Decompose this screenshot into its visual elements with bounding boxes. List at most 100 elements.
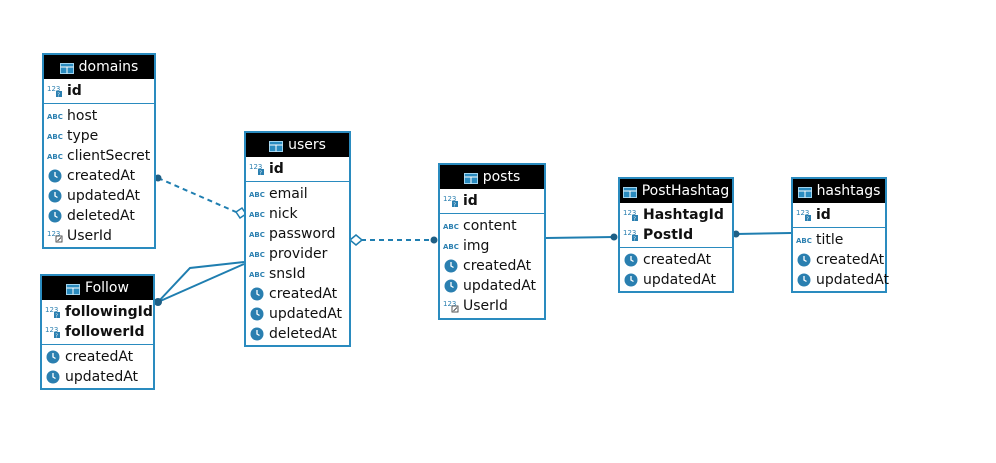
text-icon: ABC [249, 226, 267, 242]
column-row[interactable]: updatedAt [793, 270, 889, 290]
column-name: clientSecret [67, 148, 151, 164]
table-header[interactable]: hashtags [793, 179, 885, 203]
column-row[interactable]: updatedAt [246, 304, 349, 324]
primary-key-section: 123?id [44, 79, 154, 104]
column-row[interactable]: 123?followerId [42, 322, 153, 342]
text-icon: ABC [443, 238, 461, 254]
column-row[interactable]: updatedAt [44, 186, 154, 206]
relation-users-posts[interactable] [348, 234, 438, 246]
column-name: snsId [269, 266, 306, 282]
column-row[interactable]: deletedAt [44, 206, 154, 226]
column-row[interactable]: 123?id [44, 81, 154, 101]
svg-text:ABC: ABC [249, 211, 265, 219]
relation-posthashtag-hashtags[interactable] [732, 230, 792, 238]
column-name: id [816, 207, 831, 223]
clock-icon [47, 168, 65, 184]
column-name: followerId [65, 324, 145, 340]
column-name: title [816, 232, 844, 248]
column-name: PostId [643, 227, 694, 243]
primary-key-section: 123?id [793, 203, 885, 228]
numeric-icon: 123? [45, 324, 63, 340]
clock-icon [45, 369, 63, 385]
column-row[interactable]: 123?id [440, 191, 544, 211]
svg-text:ABC: ABC [249, 231, 265, 239]
svg-text:123: 123 [796, 209, 809, 217]
table-header[interactable]: posts [440, 165, 544, 189]
table-header[interactable]: PostHashtag [620, 179, 732, 203]
column-row[interactable]: createdAt [42, 347, 153, 367]
column-name: UserId [463, 298, 508, 314]
column-name: UserId [67, 228, 112, 244]
svg-text:?: ? [55, 333, 58, 339]
table-header[interactable]: users [246, 133, 349, 157]
primary-key-section: 123?id [440, 189, 544, 214]
table-name: domains [78, 59, 139, 75]
text-icon: ABC [796, 232, 814, 248]
column-row[interactable]: createdAt [620, 250, 732, 270]
clock-icon [443, 258, 461, 274]
relation-posts-posthashtag[interactable] [545, 233, 618, 241]
column-row[interactable]: updatedAt [440, 276, 544, 296]
table-name: users [288, 137, 326, 153]
column-row[interactable]: 123?HashtagId [620, 205, 732, 225]
table-header[interactable]: Follow [42, 276, 153, 300]
numeric-icon: 123? [796, 207, 814, 223]
svg-text:?: ? [633, 236, 636, 242]
column-row[interactable]: 123?id [246, 159, 349, 179]
column-name: updatedAt [643, 272, 717, 288]
column-name: createdAt [816, 252, 885, 268]
column-row[interactable]: createdAt [440, 256, 544, 276]
clock-icon [796, 252, 814, 268]
column-row[interactable]: updatedAt [42, 367, 153, 387]
svg-text:ABC: ABC [47, 113, 63, 121]
text-icon: ABC [249, 246, 267, 262]
column-row[interactable]: deletedAt [246, 324, 349, 344]
column-row[interactable]: 123?id [793, 205, 885, 225]
table-name: posts [482, 169, 521, 185]
column-row[interactable]: createdAt [246, 284, 349, 304]
svg-text:123: 123 [45, 306, 58, 314]
column-name: createdAt [643, 252, 712, 268]
column-name: content [463, 218, 517, 234]
column-name: img [463, 238, 490, 254]
numeric-icon: 123? [249, 161, 267, 177]
numeric-icon: 123? [47, 83, 65, 99]
clock-icon [249, 286, 267, 302]
relation-domains-users[interactable] [154, 174, 248, 220]
column-row[interactable]: 123?PostId [620, 225, 732, 245]
column-row[interactable]: updatedAt [620, 270, 732, 290]
table-name: Follow [85, 280, 129, 296]
numeric-ref-icon: 123 [47, 228, 65, 244]
text-icon: ABC [249, 206, 267, 222]
column-row[interactable]: createdAt [793, 250, 885, 270]
text-icon: ABC [443, 218, 461, 234]
column-row[interactable]: createdAt [44, 166, 154, 186]
column-row[interactable]: 123?followingId [42, 302, 153, 322]
relation-follow-users[interactable] [154, 261, 245, 306]
text-icon: ABC [47, 108, 65, 124]
svg-text:?: ? [55, 313, 58, 319]
table-header[interactable]: domains [44, 55, 154, 79]
primary-key-section: 123?id [246, 157, 349, 182]
